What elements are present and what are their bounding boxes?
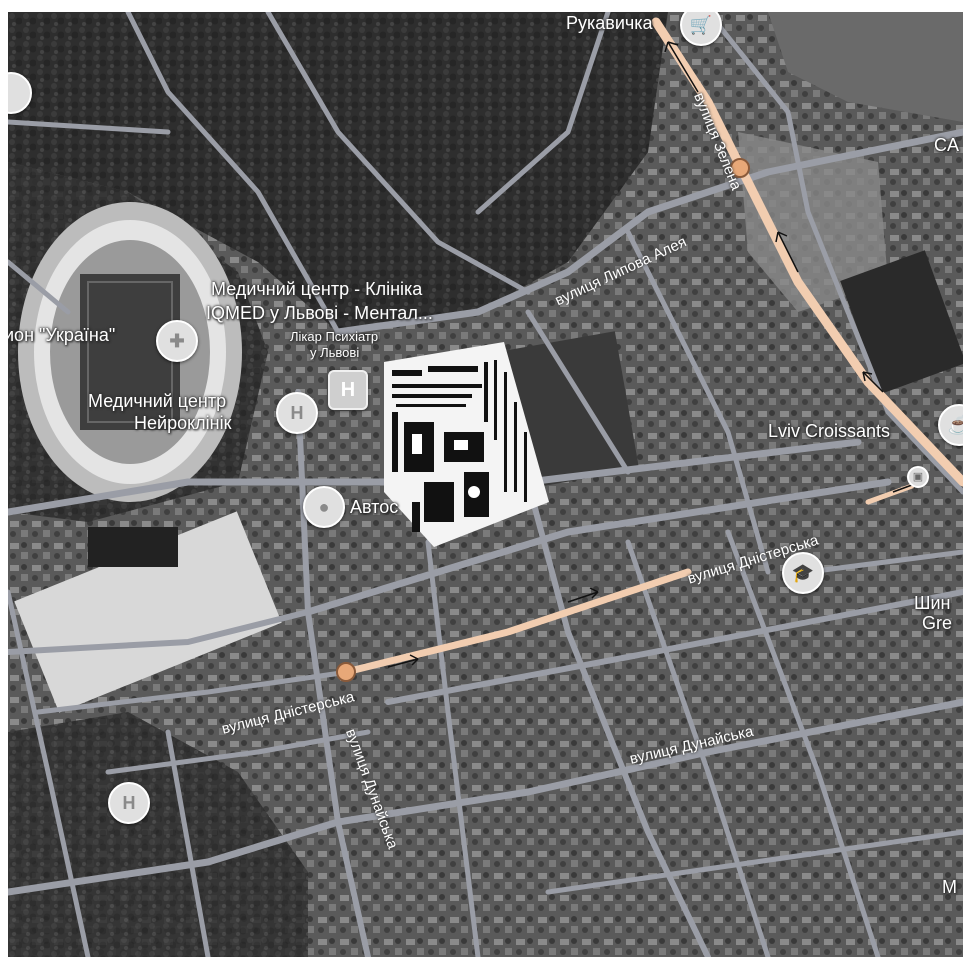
place-stadium[interactable]: ион "Україна" bbox=[8, 325, 116, 345]
place-psychiatrist-line1[interactable]: Лікар Психіатр bbox=[290, 329, 379, 344]
site-plan-overlay bbox=[384, 342, 549, 547]
place-medcenter-line1[interactable]: Медичний центр - Клініка bbox=[211, 279, 423, 299]
place-psychiatrist-line2[interactable]: у Львові bbox=[310, 345, 360, 360]
pin-icon[interactable]: ● bbox=[303, 486, 345, 528]
place-autostation[interactable]: Автос bbox=[350, 497, 399, 517]
map-view[interactable]: 🛒 ✚ H H ● H 🎓 ☕ ▣ Рукавичка Медичний цен… bbox=[8, 12, 963, 957]
hospital-icon[interactable]: H bbox=[108, 782, 150, 824]
place-shyn-line2[interactable]: Gre bbox=[922, 613, 953, 633]
place-medcenter-line2[interactable]: IQMED у Львові - Ментал... bbox=[206, 303, 433, 323]
place-neuro-line1[interactable]: Медичний центр bbox=[88, 391, 227, 411]
hospital-icon[interactable]: H bbox=[328, 370, 368, 410]
stadium-shape bbox=[18, 202, 242, 502]
hospital-icon[interactable]: H bbox=[276, 392, 318, 434]
health-icon[interactable]: ✚ bbox=[156, 320, 198, 362]
place-ca[interactable]: CA bbox=[934, 135, 960, 155]
bus-stop-icon[interactable]: ▣ bbox=[907, 466, 929, 488]
route-start-marker[interactable] bbox=[730, 158, 750, 178]
route-end-marker[interactable] bbox=[336, 662, 356, 682]
place-shyn-line1[interactable]: Шин bbox=[914, 593, 951, 613]
place-rukavychka[interactable]: Рукавичка bbox=[566, 13, 653, 33]
place-m[interactable]: М bbox=[942, 877, 957, 897]
place-croissants[interactable]: Lviv Croissants bbox=[768, 421, 891, 441]
education-icon[interactable]: 🎓 bbox=[782, 552, 824, 594]
place-neuro-line2[interactable]: Нейроклінік bbox=[134, 413, 232, 433]
shopping-cart-icon[interactable]: 🛒 bbox=[680, 12, 722, 46]
map-base bbox=[8, 12, 963, 957]
